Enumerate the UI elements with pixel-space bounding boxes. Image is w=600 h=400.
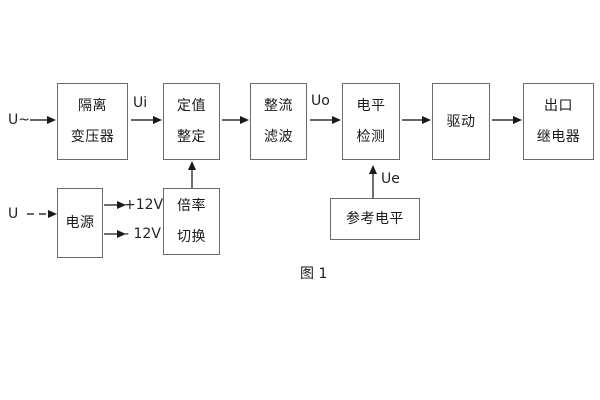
block-setpoint-adjust-line-2: 整定 <box>177 129 206 145</box>
arrow-level-detect-to-drive <box>402 114 431 126</box>
block-level-detect-line-2: 检测 <box>356 129 386 145</box>
block-drive-line-1: 驱动 <box>446 113 476 130</box>
arrow-input-to-isolation-transformer <box>30 114 56 126</box>
block-power-supply-line-1: 电源 <box>65 215 95 231</box>
arrow-isolation-transformer-to-setpoint <box>131 114 162 126</box>
block-rectify-filter[interactable]: 整流 滤波 <box>250 83 307 160</box>
input-label-u-dc: U <box>8 206 19 222</box>
block-rectify-filter-line-2: 滤波 <box>264 129 293 145</box>
arrow-rail-negative <box>104 228 126 240</box>
block-setpoint-adjust-line-1: 定值 <box>177 98 206 114</box>
block-reference-level[interactable]: 参考电平 <box>330 198 420 240</box>
arrow-setpoint-to-rectify-filter <box>222 114 249 126</box>
signal-label-ui: Ui <box>133 95 148 111</box>
block-multiplier-switch-line-2: 切换 <box>177 229 206 245</box>
arrow-rectify-filter-to-level-detect <box>310 114 341 126</box>
rail-label-negative: - 12V <box>124 226 161 242</box>
block-multiplier-switch-line-1: 倍率 <box>177 198 206 214</box>
block-multiplier-switch[interactable]: 倍率 切换 <box>163 188 220 255</box>
arrow-multiplier-switch-to-setpoint <box>186 161 198 188</box>
block-output-relay-line-1: 出口 <box>544 98 573 114</box>
block-output-relay[interactable]: 出口 继电器 <box>523 83 594 160</box>
block-output-relay-line-2: 继电器 <box>536 129 581 145</box>
block-isolation-transformer[interactable]: 隔离 变压器 <box>57 83 128 160</box>
signal-label-ue: Ue <box>381 171 400 187</box>
block-rectify-filter-line-1: 整流 <box>264 98 293 114</box>
block-level-detect[interactable]: 电平 检测 <box>342 83 400 160</box>
figure-caption: 图 1 <box>300 266 328 282</box>
block-isolation-transformer-line-2: 变压器 <box>70 129 115 145</box>
arrow-rail-positive <box>104 199 126 211</box>
block-level-detect-line-1: 电平 <box>356 98 386 114</box>
block-reference-level-line-1: 参考电平 <box>346 211 404 227</box>
arrow-reference-level-to-level-detect <box>367 165 379 198</box>
input-label-u-ac: U~ <box>8 112 30 128</box>
arrow-drive-to-output-relay <box>492 114 522 126</box>
block-isolation-transformer-line-1: 隔离 <box>78 98 107 114</box>
arrow-input-to-power-supply <box>27 208 57 220</box>
rail-label-positive: +12V <box>124 197 164 213</box>
block-drive[interactable]: 驱动 <box>432 83 490 160</box>
block-power-supply[interactable]: 电源 <box>57 188 103 258</box>
block-setpoint-adjust[interactable]: 定值 整定 <box>163 83 220 160</box>
signal-label-uo: Uo <box>311 93 330 109</box>
